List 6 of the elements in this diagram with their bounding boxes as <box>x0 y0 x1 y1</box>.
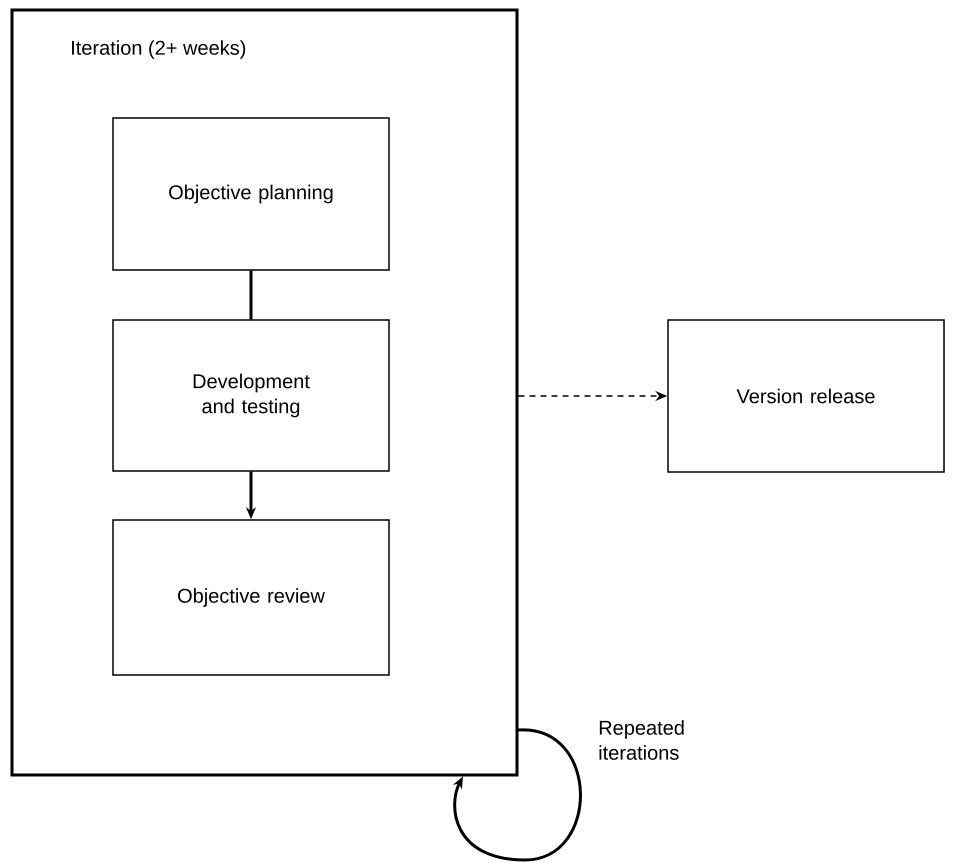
process-box: Objective review <box>112 519 390 676</box>
process-box: Version release <box>667 319 945 473</box>
loop-arrow <box>452 728 582 862</box>
process-box: Development and testing <box>112 319 390 472</box>
process-box: Objective planning <box>112 117 390 271</box>
edge-label: Repeated iterations <box>600 720 684 760</box>
